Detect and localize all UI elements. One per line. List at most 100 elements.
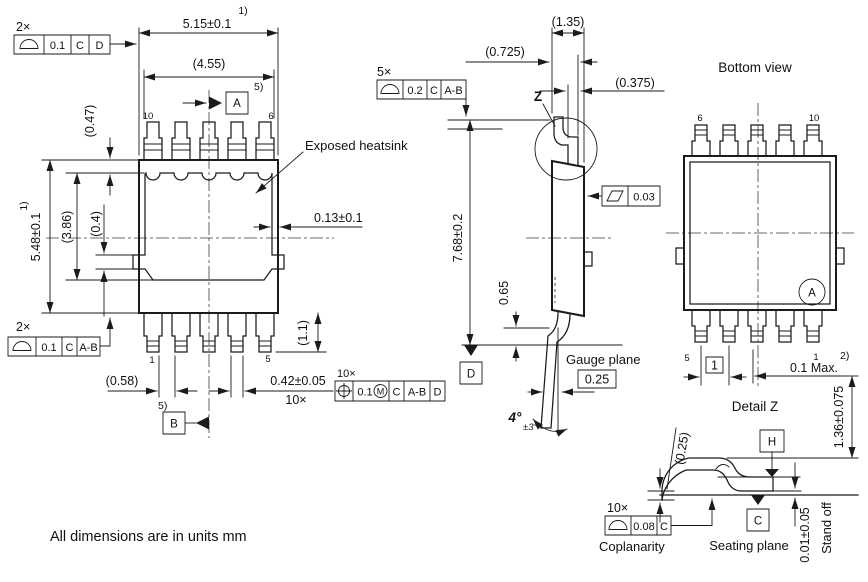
dim-edge: 0.13±0.1 xyxy=(314,211,363,225)
fcf-frame xyxy=(14,35,110,54)
side-body-tab xyxy=(584,252,592,266)
fcf-datum: D xyxy=(434,387,442,399)
bottom-pin5-label: 5 xyxy=(684,353,689,364)
bottom-top-pin-bands xyxy=(695,130,819,135)
fcf-leader xyxy=(671,499,716,526)
fcf-modifier: M xyxy=(377,387,385,397)
dim-gap: (0.58) xyxy=(106,374,139,388)
dim-bv-height: 1.36±0.075 xyxy=(832,386,846,449)
side-body-outline xyxy=(552,161,584,316)
profile-line-icon xyxy=(20,40,38,49)
dim-gauge: 0.25 xyxy=(585,373,609,387)
bottom-body-inner xyxy=(690,162,830,304)
bottom-view-title: Bottom view xyxy=(718,60,792,75)
dim-angle-arc xyxy=(533,419,567,437)
gauge-dim-box xyxy=(578,370,616,388)
datum-a-box xyxy=(226,92,248,114)
dim-radius-leader xyxy=(667,428,676,489)
datum-b-triangle xyxy=(196,416,209,430)
dim-radius: (0.25) xyxy=(672,431,691,466)
fcf-datum: C xyxy=(393,387,401,399)
fcf-dividers xyxy=(353,381,430,401)
fcf-count: 2× xyxy=(16,320,30,334)
side-bottom-lead xyxy=(541,312,570,428)
dim-side-height: 7.68±0.2 xyxy=(451,214,465,263)
bottom-bottom-pin-bands xyxy=(695,331,819,336)
coplanarity-label: Coplanarity xyxy=(599,539,665,554)
fcf-datum: C xyxy=(430,85,438,97)
dim-pin-top: (0.47) xyxy=(83,105,97,138)
fcf-datum: D xyxy=(96,40,104,52)
datum-c-label: C xyxy=(754,516,762,528)
bottom-pin10-label: 10 xyxy=(809,113,820,124)
fcf-count: 5× xyxy=(377,65,391,79)
dim-front-pinrow: (4.55) xyxy=(193,57,226,71)
datum-b-note: 5) xyxy=(158,400,167,412)
detail-lead-top-contour xyxy=(662,458,773,491)
dim-max-note: 2) xyxy=(840,350,849,362)
heatsink-label: Exposed heatsink xyxy=(305,138,408,153)
fcf-count: 10× xyxy=(337,368,356,380)
front-pin5-label: 5 xyxy=(265,354,270,365)
fcf-flatness: 0.03 xyxy=(588,186,660,206)
dim-pin-w-count: 10× xyxy=(285,393,306,407)
profile-line-icon xyxy=(381,85,399,94)
fcf-profile-leads: 5× 0.2 C A-B xyxy=(377,65,470,116)
datum-a-circle xyxy=(799,279,825,305)
datum-h-triangle xyxy=(765,469,779,477)
detail-z-circle xyxy=(535,118,597,180)
bottom-top-pins xyxy=(692,125,822,156)
seating-plane-label: Seating plane xyxy=(709,538,789,553)
profile-line-icon xyxy=(609,521,627,530)
front-pin1-label: 1 xyxy=(149,355,154,366)
dim-front-height-note: 1) xyxy=(18,201,30,210)
fcf-frame xyxy=(335,381,445,401)
fcf-frame xyxy=(8,337,100,356)
fcf-tol: 0.1 xyxy=(50,40,65,52)
fcf-datum: C xyxy=(66,342,74,354)
detail-z-title: Detail Z xyxy=(732,399,779,414)
front-pin6-label: 6 xyxy=(268,111,273,122)
dim-pitch-box xyxy=(706,357,723,373)
mmc-icon xyxy=(374,385,387,398)
standoff-label: Stand off xyxy=(819,502,834,554)
dim-standoff: 0.01±0.05 xyxy=(798,507,812,563)
fcf-datum: C xyxy=(76,40,84,52)
bottom-view: Bottom view 6 10 5 1 A 1 2) 0.1 Max. xyxy=(666,60,858,458)
datum-c-triangle xyxy=(751,495,765,505)
fcf-profile-top: 2× 0.1 C D xyxy=(14,20,136,54)
fcf-count: 10× xyxy=(607,501,628,515)
fcf-dividers xyxy=(631,516,657,535)
fcf-dividers xyxy=(403,80,441,99)
dim-pin-w: 0.42±0.05 xyxy=(270,374,326,388)
fcf-position: 10× 0.1 M C A-B D xyxy=(335,368,445,401)
datum-d-triangle xyxy=(464,345,478,356)
dim-front-height: 5.48±0.1 xyxy=(29,213,43,262)
fcf-tol: 0.03 xyxy=(633,192,654,204)
fcf-tol: 0.08 xyxy=(633,521,654,533)
datum-a-label: A xyxy=(233,98,241,110)
side-top-lead xyxy=(554,117,578,165)
datum-d-label: D xyxy=(467,369,475,381)
dim-pitch: 1 xyxy=(711,359,718,373)
bottom-pin6-label: 6 xyxy=(697,113,702,124)
bottom-pin1-label: 1 xyxy=(813,352,818,363)
dim-front-width: 5.15±0.1 xyxy=(183,17,232,31)
detail-lead-bottom-contour xyxy=(662,470,773,500)
fcf-leader xyxy=(100,318,114,346)
front-bottom-pins xyxy=(144,313,274,352)
datum-c-box xyxy=(747,509,769,531)
datum-a-triangle xyxy=(209,96,222,110)
gauge-plane-label: Gauge plane xyxy=(566,352,640,367)
fcf-datum: C xyxy=(660,521,668,533)
dim-thickness: (1.35) xyxy=(552,15,585,29)
fcf-tol: 0.2 xyxy=(407,85,422,97)
front-top-pins xyxy=(144,122,274,160)
dim-angle: 4° xyxy=(508,410,523,425)
detail-lead-bend-arc xyxy=(716,464,729,469)
position-icon xyxy=(337,384,352,399)
dim-angle-tol: ±3° xyxy=(523,422,537,433)
dim-front-width-note: 1) xyxy=(238,5,247,17)
dim-pin-bot: (1.1) xyxy=(296,320,310,346)
dim-lead-off: (0.725) xyxy=(485,45,525,59)
